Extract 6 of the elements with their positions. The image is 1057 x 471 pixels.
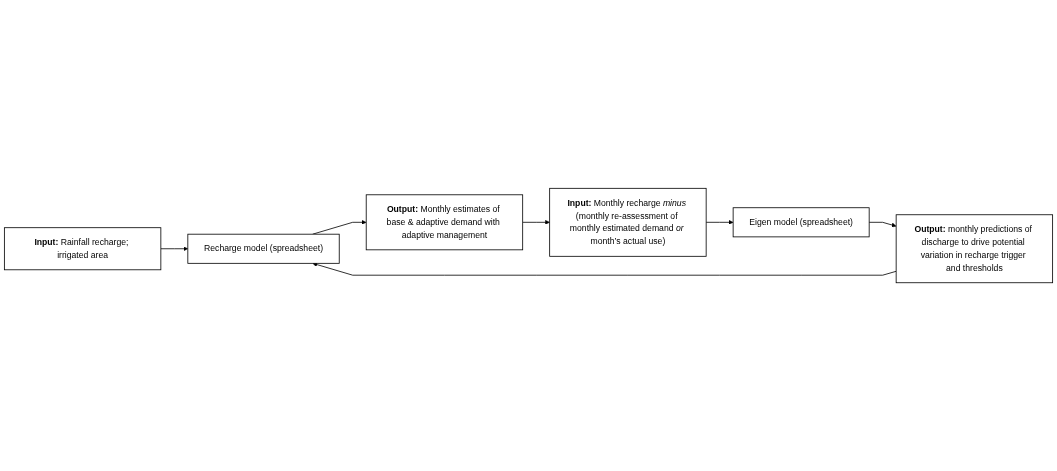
node-box: Eigen model (spreadsheet) xyxy=(732,207,870,238)
node-box: Input: Monthly recharge minus (monthly re-assessment of monthly estimated demand or month’s actual use) xyxy=(549,187,707,257)
node-box: Recharge model (spreadsheet) xyxy=(187,233,340,264)
node-box: Output: monthly predictions of discharge to drive potential variation in recharge trigger and thresholds xyxy=(895,214,1054,284)
node-box: Output: Monthly estimates of base & adaptive demand with adaptive management xyxy=(365,194,524,251)
node-box: Input: Rainfall recharge; irrigated area xyxy=(3,227,162,271)
